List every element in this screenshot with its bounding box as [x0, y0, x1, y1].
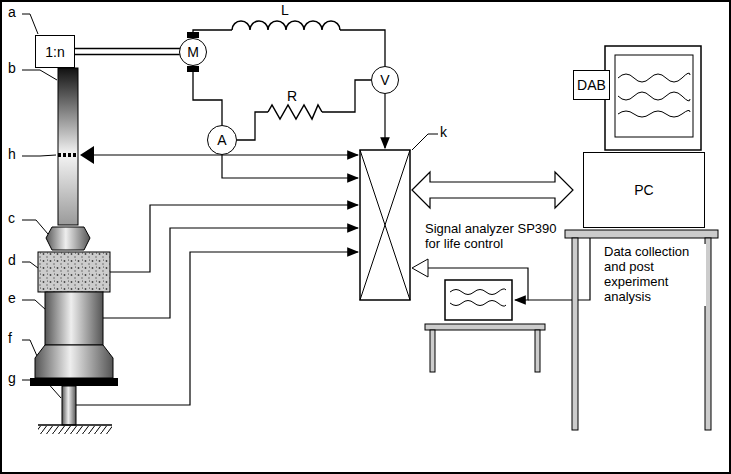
motor-terminal — [187, 66, 199, 72]
monitor — [605, 46, 701, 150]
ground — [38, 424, 112, 426]
analyzer-monitor — [445, 280, 512, 320]
node-text: PC — [634, 182, 653, 198]
gearbox-box: 1:n — [35, 35, 75, 68]
signal-wires — [76, 94, 385, 405]
sensor-h — [80, 146, 94, 164]
voltmeter-circle: V — [371, 66, 399, 94]
holder-e — [45, 292, 103, 345]
leader-lines — [22, 14, 438, 398]
callout-letter: d — [8, 252, 16, 268]
motor-circle: M — [179, 38, 207, 66]
callout-letter: a — [8, 4, 16, 20]
base-f — [35, 345, 113, 378]
callout-letter: e — [8, 290, 16, 306]
specimen-d — [38, 252, 110, 292]
inductor-symbol — [232, 21, 340, 30]
table-leg — [535, 330, 540, 372]
wire-connector — [75, 49, 180, 55]
caption-text: Signal analyzer SP390 for life control — [425, 222, 565, 252]
node-text: V — [380, 72, 389, 88]
multiplexer-k — [360, 150, 410, 300]
waveforms — [618, 73, 690, 117]
component-label: R — [287, 88, 297, 104]
callout-letter: c — [8, 210, 15, 226]
ground-hatch — [38, 426, 112, 434]
callout-letter: k — [440, 124, 447, 140]
resistor-symbol — [268, 105, 322, 119]
dab-box: DAB — [573, 70, 610, 100]
sensor-g — [62, 386, 76, 425]
multiplexer-cross — [360, 150, 410, 300]
wire-connector — [237, 80, 371, 140]
bus-arrow — [412, 172, 573, 208]
node-text: M — [187, 44, 199, 60]
signal-wire — [528, 238, 590, 300]
column-b — [58, 68, 78, 225]
node-text: 1:n — [45, 44, 64, 60]
callout-letter: h — [8, 146, 16, 162]
desk-leg — [572, 238, 578, 430]
ammeter-circle: A — [207, 125, 237, 155]
component-label: L — [281, 2, 289, 18]
callout-letter: b — [8, 60, 16, 76]
nut-c — [46, 227, 90, 250]
caption-text: Data collection and post experiment anal… — [602, 244, 706, 306]
waveforms — [450, 289, 506, 306]
monitor-screen — [615, 55, 693, 137]
callout-letter: f — [8, 330, 12, 346]
signal-wire — [94, 154, 358, 155]
multiplexer-cross — [360, 150, 410, 300]
mark-h — [58, 153, 78, 157]
table — [425, 324, 545, 330]
node-text: A — [217, 132, 226, 148]
plate — [30, 378, 118, 386]
wire-connector — [193, 30, 385, 66]
wire-connector — [193, 72, 222, 125]
node-text: DAB — [577, 77, 606, 93]
callout-letter: g — [8, 370, 16, 386]
desk — [565, 230, 718, 238]
table-leg — [430, 330, 435, 372]
pc-case: PC — [583, 152, 705, 228]
hollow-arrow — [412, 259, 428, 277]
